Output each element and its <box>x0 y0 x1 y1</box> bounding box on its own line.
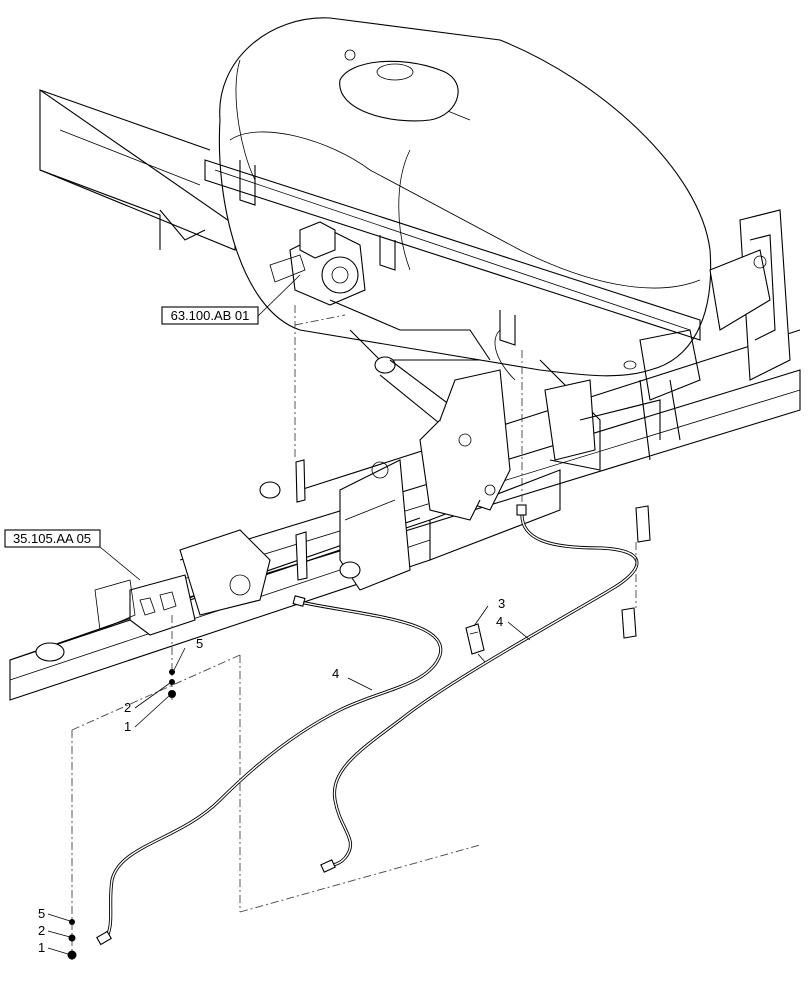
leader-lines <box>47 274 531 955</box>
callout-4-left: 4 <box>332 666 339 681</box>
callout-2-lower: 2 <box>38 923 45 938</box>
ref-label-tank-valve: 63.100.AB 01 <box>171 308 250 323</box>
mounting-brackets <box>295 459 651 639</box>
callout-3: 3 <box>498 596 505 611</box>
fitting-item-5-lower <box>69 919 75 925</box>
fitting-item-1-upper <box>168 690 176 698</box>
hose-bracket-part-3 <box>465 623 486 663</box>
right-side-frame <box>539 209 791 471</box>
callout-4-right: 4 <box>496 614 503 629</box>
fitting-item-1-lower <box>67 950 77 960</box>
callout-5-lower: 5 <box>38 906 45 921</box>
manifold-assembly <box>35 529 271 662</box>
fitting-item-2-lower <box>68 934 76 942</box>
hose-right-part-4 <box>320 504 639 873</box>
callout-labels: 5 2 1 3 4 4 5 2 1 <box>38 596 505 955</box>
callout-5-upper: 5 <box>196 636 203 651</box>
callout-1-upper: 1 <box>124 719 131 734</box>
ref-box-manifold[interactable]: 35.105.AA 05 <box>4 529 101 548</box>
tank-saddle-rail <box>204 159 701 346</box>
fittings-lower <box>67 919 77 960</box>
spray-tank <box>218 17 712 381</box>
ref-box-tank-valve[interactable]: 63.100.AB 01 <box>161 306 259 325</box>
center-mount-plate <box>259 459 411 591</box>
hose-left-part-4 <box>96 595 443 946</box>
callout-1-lower: 1 <box>38 940 45 955</box>
linkage-arms <box>329 299 511 521</box>
callout-2-upper: 2 <box>124 700 131 715</box>
pump-valve-assembly <box>269 221 366 306</box>
fitting-item-2-upper <box>169 679 175 685</box>
fittings-upper <box>168 669 176 698</box>
assembly-lines <box>71 305 637 960</box>
ref-label-manifold: 35.105.AA 05 <box>13 531 91 546</box>
fitting-item-5-upper <box>169 669 175 675</box>
